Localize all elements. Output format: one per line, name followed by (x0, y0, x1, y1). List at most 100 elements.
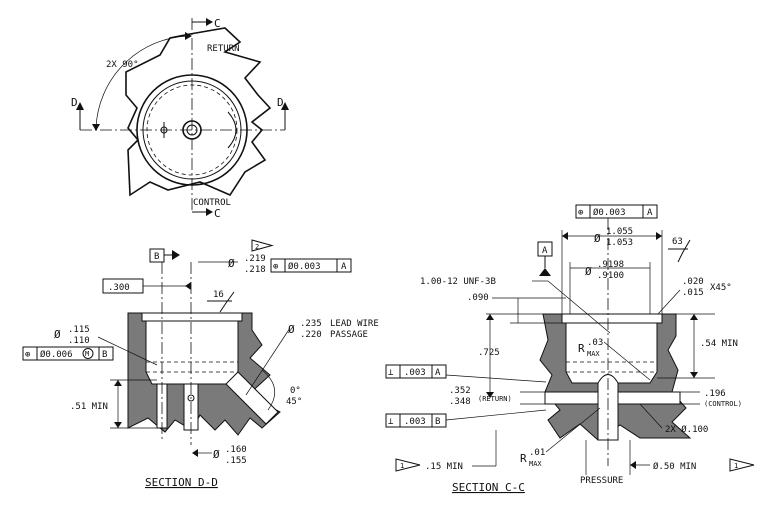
c-bottom-arrow (206, 208, 213, 216)
svg-text:.352: .352 (449, 386, 471, 396)
svg-text:.196: .196 (704, 389, 726, 399)
svg-text:MAX: MAX (587, 350, 600, 358)
svg-text:B: B (435, 417, 440, 427)
svg-text:2: 2 (255, 243, 259, 251)
return-label: RETURN (207, 44, 240, 54)
cc-flag-1-right (729, 458, 755, 472)
section-dd: B 2 Ø .219 .218 ⊕ Ø0.003 A .300 16 Ø .11… (22, 239, 379, 489)
svg-text:16: 16 (213, 290, 224, 300)
svg-text:⊥: ⊥ (388, 417, 394, 427)
svg-text:(RETURN): (RETURN) (478, 395, 512, 403)
svg-text:PASSAGE: PASSAGE (330, 330, 368, 340)
svg-text:A: A (435, 368, 441, 378)
svg-text:.155: .155 (225, 456, 247, 466)
top-view-outline (125, 27, 272, 197)
cc-finish-mark (677, 239, 691, 263)
svg-text:Ø: Ø (213, 448, 220, 461)
svg-text:.51 MIN: .51 MIN (70, 402, 108, 412)
svg-text:.090: .090 (467, 293, 489, 303)
svg-text:Ø0.003: Ø0.003 (288, 261, 321, 272)
angle-arc (95, 35, 189, 129)
svg-text:.235: .235 (300, 319, 322, 329)
svg-text:.300: .300 (108, 283, 130, 293)
svg-text:.003: .003 (404, 417, 426, 427)
svg-text:.9198: .9198 (597, 260, 624, 270)
c-label-bottom: C (214, 207, 221, 220)
svg-text:1.053: 1.053 (606, 238, 633, 248)
svg-text:.160: .160 (225, 445, 247, 455)
svg-text:⊕: ⊕ (25, 350, 30, 360)
dd-bore-cavity (145, 316, 239, 385)
svg-text:A: A (647, 208, 653, 218)
svg-text:B: B (102, 350, 107, 360)
svg-text:Ø: Ø (594, 232, 601, 245)
svg-text:45°: 45° (286, 397, 302, 407)
cc-fcf-perp-a: ⊥ .003 A (385, 364, 447, 379)
svg-text:Ø: Ø (54, 328, 61, 341)
c-top-arrow (206, 18, 213, 26)
svg-text:.003: .003 (404, 368, 426, 378)
svg-text:2X Ø.100: 2X Ø.100 (665, 424, 708, 435)
dd-fcf-hole: ⊕ Ø0.006 M B (22, 346, 114, 361)
svg-text:1.055: 1.055 (606, 227, 633, 237)
svg-text:Ø.50 MIN: Ø.50 MIN (653, 461, 696, 472)
svg-text:.348: .348 (449, 397, 471, 407)
svg-text:.219: .219 (244, 254, 266, 264)
svg-text:⊥: ⊥ (388, 368, 394, 378)
control-label: CONTROL (193, 198, 231, 208)
dd-flag-2 (251, 239, 274, 252)
svg-text:63: 63 (672, 237, 683, 247)
svg-text:.015: .015 (682, 288, 704, 298)
svg-text:Ø: Ø (228, 257, 235, 270)
svg-text:A: A (542, 246, 548, 256)
svg-text:Ø: Ø (585, 265, 592, 278)
svg-text:R: R (578, 342, 585, 355)
dd-fcf-bore: ⊕ Ø0.003 A (270, 258, 352, 273)
svg-text:.218: .218 (244, 265, 266, 275)
d-left-arrow (76, 102, 84, 110)
svg-text:X45°: X45° (710, 283, 732, 293)
svg-text:Ø0.006: Ø0.006 (40, 349, 73, 360)
svg-text:.15 MIN: .15 MIN (425, 462, 463, 472)
d-label-right: D (277, 96, 284, 109)
section-cc-title: SECTION C-C (452, 481, 525, 494)
svg-text:⊕: ⊕ (273, 262, 278, 272)
dd-counterbore (141, 312, 243, 322)
svg-text:.54 MIN: .54 MIN (700, 339, 738, 349)
svg-text:.220: .220 (300, 330, 322, 340)
svg-text:(CONTROL): (CONTROL) (704, 400, 742, 408)
svg-text:.03: .03 (587, 338, 603, 348)
cc-flag-1-left (395, 458, 421, 472)
svg-text:.725: .725 (478, 348, 500, 358)
angle-note: 2X 90° (106, 60, 139, 70)
svg-text:A: A (341, 262, 347, 272)
section-dd-title: SECTION D-D (145, 476, 218, 489)
pressure-label: PRESSURE (580, 476, 623, 486)
svg-text:1: 1 (734, 462, 738, 470)
svg-text:.01: .01 (529, 448, 545, 458)
svg-text:.115: .115 (68, 325, 90, 335)
svg-text:MAX: MAX (529, 460, 542, 468)
top-view: D D C C RETURN CONTROL 2X 90° (71, 17, 289, 220)
cc-fcf-perp-b: ⊥ .003 B (385, 413, 447, 428)
cc-thread-callout: 1.00-12 UNF-3B (420, 277, 496, 287)
cc-counterbore (561, 313, 663, 324)
dd-finish-mark (219, 291, 235, 313)
svg-text:B: B (154, 252, 159, 262)
c-label-top: C (214, 17, 221, 30)
cc-fcf-top: ⊕ Ø0.003 A (575, 204, 658, 219)
section-cc: ⊕ Ø0.003 A Ø 1.055 1.053 63 A Ø .9198 .9… (385, 204, 755, 494)
svg-text:0°: 0° (290, 386, 301, 396)
d-label-left: D (71, 96, 78, 109)
d-right-arrow (281, 102, 289, 110)
svg-text:.020: .020 (682, 277, 704, 287)
svg-text:⊕: ⊕ (578, 208, 583, 218)
svg-text:M: M (85, 350, 89, 358)
svg-text:Ø0.003: Ø0.003 (593, 207, 626, 218)
svg-text:1: 1 (400, 462, 404, 470)
svg-text:Ø: Ø (288, 323, 295, 336)
svg-text:R: R (520, 452, 527, 465)
svg-text:.110: .110 (68, 336, 90, 346)
